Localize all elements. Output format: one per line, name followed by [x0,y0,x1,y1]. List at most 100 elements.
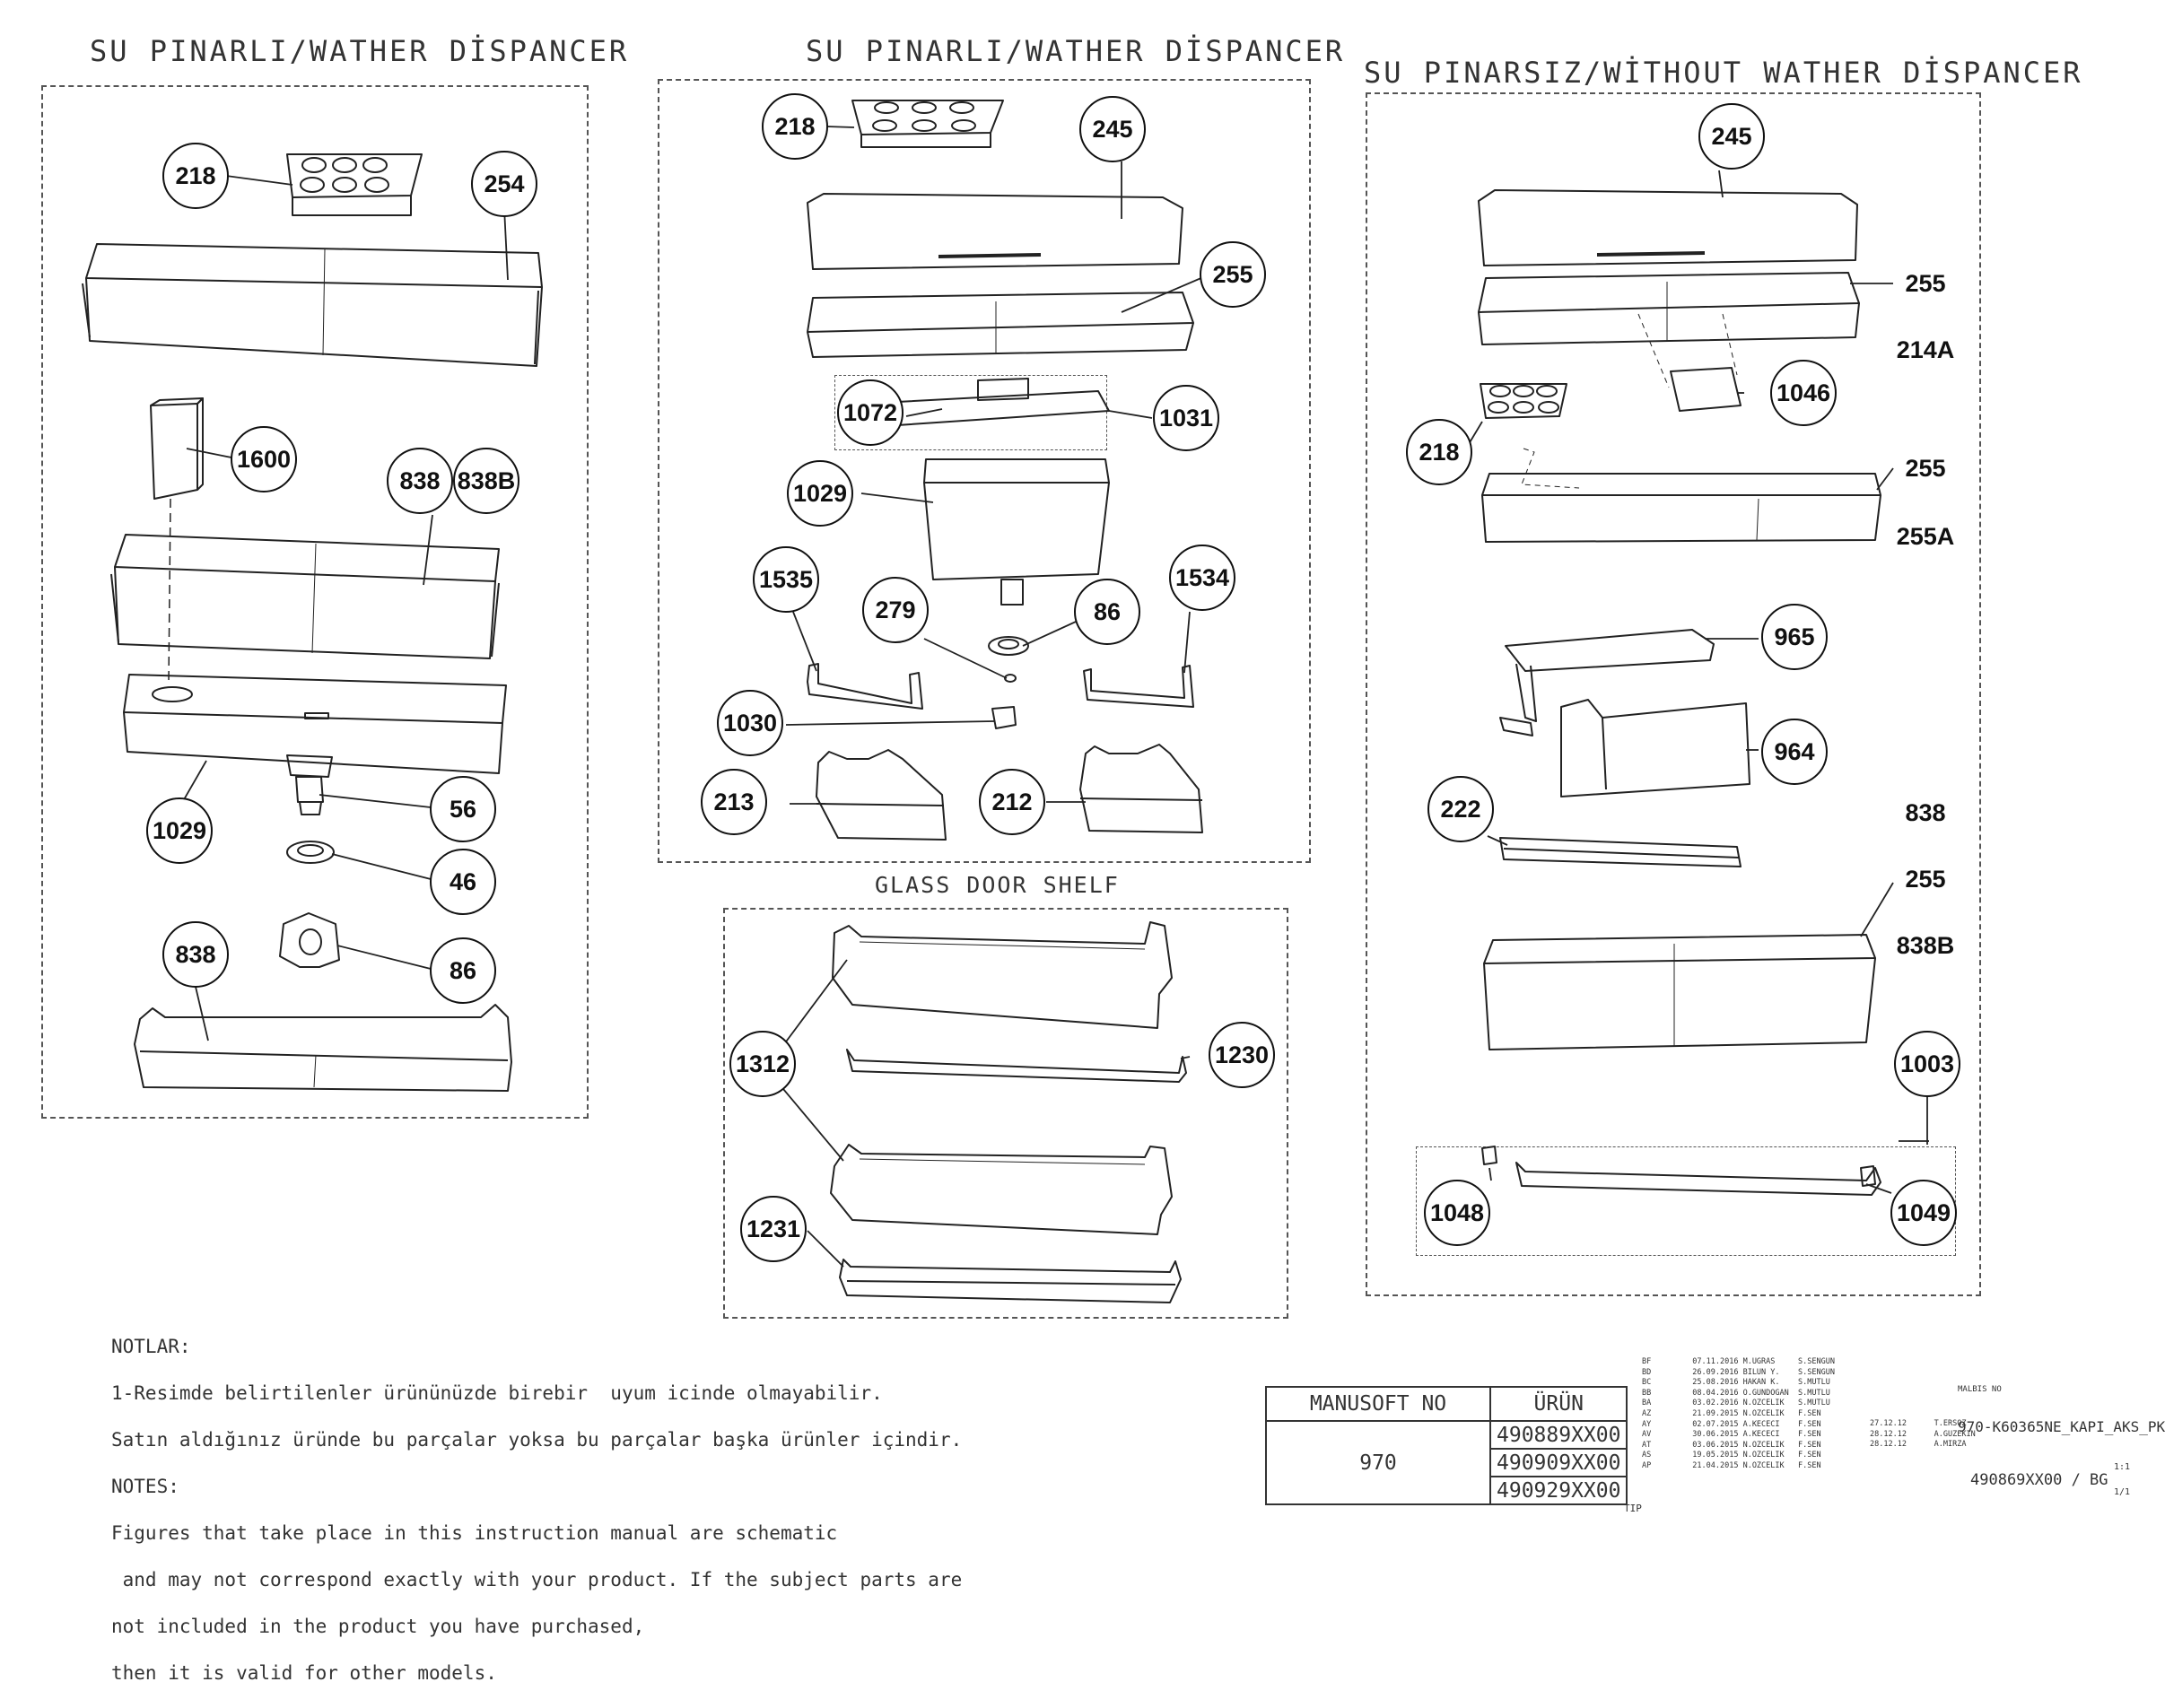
tap-1030 [991,706,1017,729]
revision-row: AV 30.06.2015 A.KECECI F.SEN [1642,1430,1821,1440]
callout-279: 279 [862,577,929,643]
callout-218-middle: 218 [762,93,828,160]
notes-block: NOTLAR: 1-Resimde belirtilenler ürününüz… [111,1312,962,1708]
shelf-838-right [1483,934,1876,1050]
notes-line: NOTES: [111,1476,179,1497]
callout-214a: 214A [1896,336,1955,363]
rail-1230 [846,1049,1187,1083]
glass-shelf-title: GLASS DOOR SHELF [875,872,1120,898]
notes-line: Figures that take place in this instruct… [111,1522,838,1544]
notes-line: then it is valid for other models. [111,1662,497,1684]
callout-213: 213 [701,769,767,835]
callout-1029: 1029 [146,797,213,864]
malbis-label: MALBIS NO [1958,1385,2002,1394]
notes-line: Satın aldığınız üründe bu parçalar yoksa… [111,1429,963,1451]
callout-255-right-lower: 255 [1905,454,1946,482]
callout-1046: 1046 [1770,360,1837,426]
document-code: 490869XX00 / BG [1970,1471,2108,1489]
notes-line: 1-Resimde belirtilenler ürününüzde bireb… [111,1382,883,1404]
product-code: 490889XX00 [1488,1420,1628,1450]
revision-row: AP 21.04.2015 N.OZCELIK F.SEN [1642,1460,1821,1470]
notes-line: not included in the product you have pur… [111,1616,645,1637]
revision-row: BB 08.04.2016 O.GUNDOGAN S.MUTLU [1642,1388,1830,1398]
callout-1049: 1049 [1890,1180,1957,1246]
parts-drawing [82,100,1929,1303]
shelf-245-right [1478,189,1858,266]
glass-shelf-1312-lower [830,1144,1173,1235]
egg-tray-left [286,153,423,216]
callout-86: 86 [430,937,496,1004]
tip-label: TIP [1624,1503,1642,1514]
rack-222 [1499,837,1742,867]
callout-1534: 1534 [1169,545,1235,611]
approval-row: 27.12.12 T.ERSOZ [1870,1419,1967,1428]
callout-965: 965 [1761,604,1828,670]
shelf-255-middle [807,292,1194,358]
callout-56: 56 [430,776,496,842]
glass-shelf-1312-upper [832,921,1173,1029]
right-panel [1366,92,1981,1296]
revision-row: AS 19.05.2015 N.OZCELIK F.SEN [1642,1451,1821,1460]
callout-1072: 1072 [837,379,904,446]
holder-212 [1079,744,1203,833]
callout-255a: 255A [1896,522,1955,550]
callout-838-right: 838 [1905,798,1946,826]
wire-1535 [807,663,923,710]
shelf-245-middle [807,193,1183,270]
callout-838-lower: 838 [162,921,229,988]
callout-838b-right: 838B [1896,931,1955,959]
scale-label: 1:1 [2114,1462,2131,1472]
right-section-title: SU PINARSIZ/WİTHOUT WATHER DİSPANCER [1364,56,2083,90]
cup-1600 [150,397,204,500]
callout-245-right: 245 [1698,103,1765,170]
part-1046 [1670,367,1742,412]
callout-838: 838 [387,448,453,514]
tap-56 [295,776,324,815]
revision-row: AT 03.06.2015 N.OZCELIK F.SEN [1642,1440,1821,1450]
approval-row: 28.12.12 A.GUZEKIN [1870,1429,1976,1439]
notes-line: and may not correspond exactly with your… [111,1569,963,1590]
callout-255-right-third: 255 [1905,865,1946,893]
callout-838b: 838B [453,448,519,514]
left-section-title: SU PINARLI/WATHER DİSPANCER [90,34,630,68]
document-name: 970-K60365NE_KAPI_AKS_PK [1958,1418,2165,1435]
sheet-label: 1/1 [2114,1487,2131,1497]
revision-row: BF 07.11.2016 M.UGRAS S.SENGUN [1642,1357,1835,1366]
revision-row: BC 25.08.2016 HAKAN K. S.MUTLU [1642,1378,1830,1388]
ring-46 [286,841,335,864]
callout-86-middle: 86 [1074,579,1140,645]
callout-1030: 1030 [717,690,783,756]
shelf-255-right-upper [1478,272,1860,388]
callout-254: 254 [471,151,537,217]
notes-line: NOTLAR: [111,1336,191,1357]
revision-row: AY 02.07.2015 A.KECECI F.SEN [1642,1419,1821,1429]
manusoft-no: 970 [1265,1420,1491,1505]
glass-shelf-panel [723,908,1288,1319]
holder-213 [816,749,947,841]
left-panel [41,85,589,1119]
middle-inner-panel [834,375,1107,450]
shelf-838-upper [110,498,500,683]
callout-255-middle: 255 [1200,241,1266,308]
revision-row: BD 26.09.2016 BILUN Y. S.SENGUN [1642,1367,1835,1377]
revision-row: AZ 21.09.2015 N.OZCELIK F.SEN [1642,1408,1821,1418]
egg-tray-right [1480,383,1580,489]
callout-1535: 1535 [753,546,819,613]
callout-218: 218 [162,143,229,209]
revision-row: BA 03.02.2016 N.OZCELIK S.MUTLU [1642,1399,1830,1408]
shelf-255-right-lower [1481,473,1881,543]
box-964 [1560,699,1750,797]
callout-1230: 1230 [1209,1022,1275,1088]
callout-1031: 1031 [1153,385,1219,451]
rail-1003 [1481,1146,1881,1196]
lid-1072-1031 [896,378,1110,426]
callout-1048: 1048 [1424,1180,1490,1246]
callout-1003: 1003 [1894,1031,1960,1097]
right-inner-panel [1416,1146,1956,1256]
callout-1231: 1231 [740,1196,807,1262]
callout-46: 46 [430,849,496,915]
callout-218-right: 218 [1406,419,1472,485]
callout-222: 222 [1427,776,1494,842]
callout-1029-middle: 1029 [787,460,853,527]
